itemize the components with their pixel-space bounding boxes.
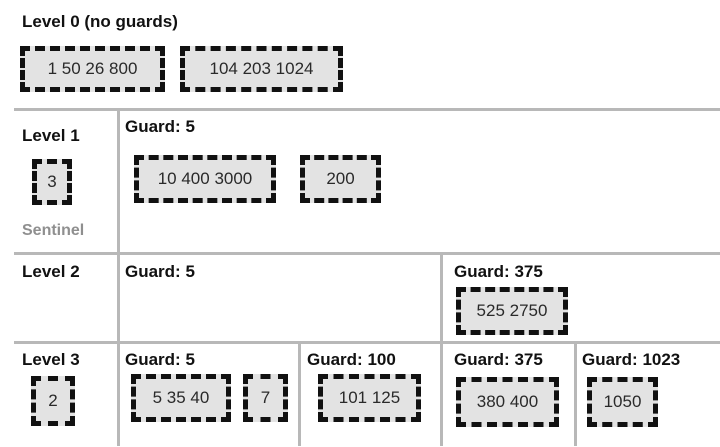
level-1-sentinel-box: 3: [32, 159, 72, 205]
level-3-run-1: 5 35 40: [131, 374, 231, 422]
level-1-run-2: 200: [300, 155, 381, 203]
level-3-sentinel-box: 2: [31, 376, 75, 426]
level-2-title: Level 2: [22, 262, 80, 281]
level-1-title: Level 1: [22, 126, 80, 145]
separator-level-1: [14, 108, 720, 111]
level-2-run-1: 525 2750: [456, 287, 568, 335]
level-1-guard-5-title: Guard: 5: [125, 117, 195, 136]
separator-level-column: [117, 108, 120, 446]
level-0-title: Level 0 (no guards): [22, 12, 178, 31]
level-3-run-3: 101 125: [318, 374, 421, 422]
level-0-run-2: 104 203 1024: [180, 46, 343, 92]
level-3-guard-375-title: Guard: 375: [454, 350, 543, 369]
level-3-run-2: 7: [243, 374, 288, 422]
level-3-title: Level 3: [22, 350, 80, 369]
level-3-guard-1023-title: Guard: 1023: [582, 350, 681, 369]
level-3-guard-5-title: Guard: 5: [125, 350, 195, 369]
separator-guard-375: [440, 252, 443, 446]
separator-level-2: [14, 252, 720, 255]
level-0-run-1: 1 50 26 800: [20, 46, 165, 92]
separator-level-3: [14, 341, 720, 344]
level-1-run-1: 10 400 3000: [134, 155, 276, 203]
separator-guard-100: [298, 341, 301, 446]
level-2-guard-375-title: Guard: 375: [454, 262, 543, 281]
level-3-run-4: 380 400: [456, 377, 559, 427]
separator-guard-1023: [574, 341, 577, 446]
level-3-guard-100-title: Guard: 100: [307, 350, 396, 369]
sentinel-label: Sentinel: [22, 222, 85, 239]
level-3-run-5: 1050: [587, 377, 658, 427]
level-2-guard-5-title: Guard: 5: [125, 262, 195, 281]
